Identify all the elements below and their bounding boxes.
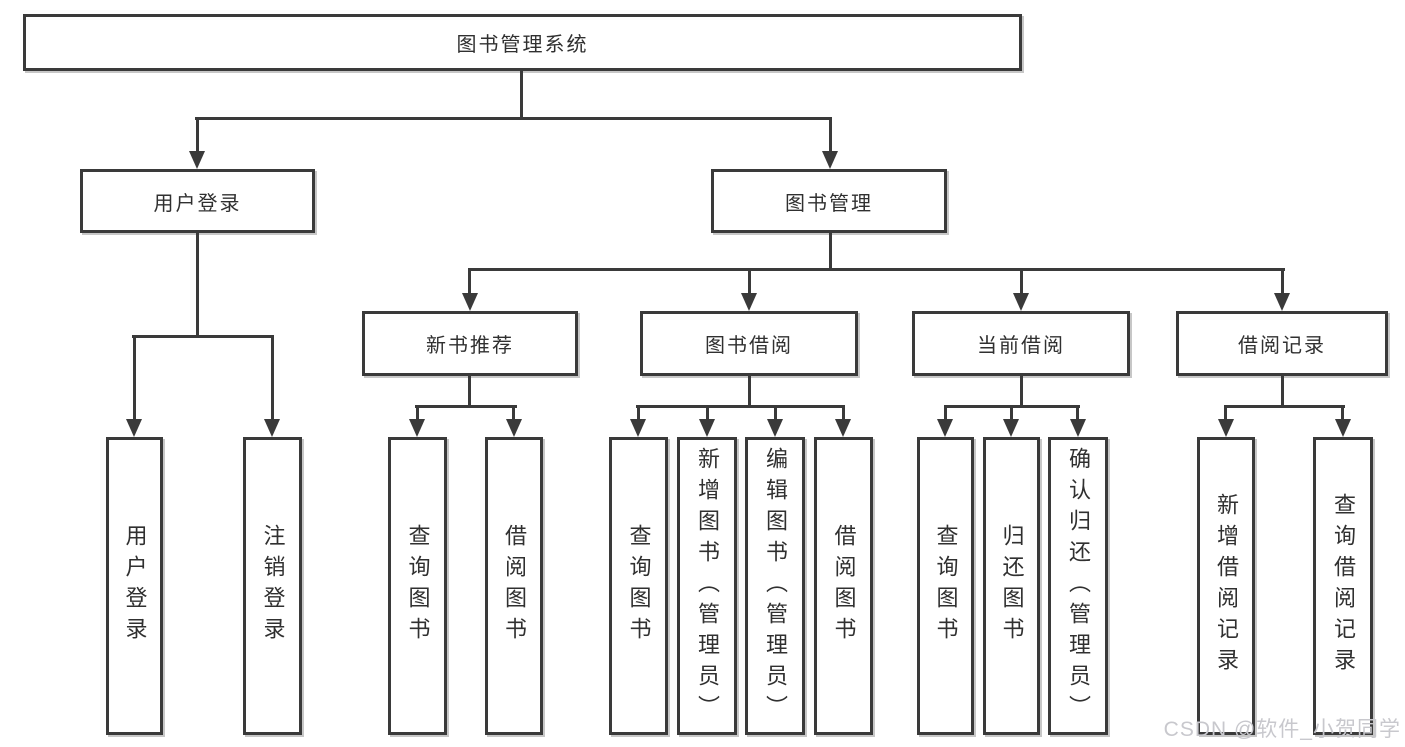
node-book-borrowing: 图书借阅	[640, 311, 858, 376]
connector-line	[944, 405, 947, 421]
arrowhead-down-icon	[1218, 419, 1234, 437]
connector-line	[774, 405, 777, 421]
arrowhead-down-icon	[126, 419, 142, 437]
arrowhead-down-icon	[1013, 293, 1029, 311]
connector-line	[132, 335, 274, 338]
node-new-book-recommend: 新书推荐	[362, 311, 578, 376]
connector-line	[416, 405, 419, 421]
leaf-query-books-borrowing: 查询图书	[609, 437, 668, 735]
connector-line	[637, 405, 640, 421]
leaf-borrow-books: 借阅图书	[814, 437, 873, 735]
leaf-user-login: 用户登录	[106, 437, 163, 735]
leaf-query-borrow-record: 查询借阅记录	[1313, 437, 1373, 735]
connector-line	[748, 268, 751, 294]
connector-line	[468, 376, 471, 406]
leaf-edit-book-admin: 编辑图书（管理员）	[745, 437, 805, 735]
leaf-query-books-recommend: 查询图书	[388, 437, 447, 735]
node-user-login: 用户登录	[80, 169, 315, 233]
leaf-add-book-admin: 新增图书（管理员）	[677, 437, 737, 735]
csdn-watermark: CSDN @软件_小贺同学	[1163, 718, 1401, 741]
connector-line	[520, 71, 523, 118]
connector-line	[1224, 405, 1227, 421]
arrowhead-down-icon	[937, 419, 953, 437]
connector-line	[748, 376, 751, 406]
arrowhead-down-icon	[835, 419, 851, 437]
connector-line	[706, 405, 709, 421]
leaf-add-borrow-record: 新增借阅记录	[1197, 437, 1255, 735]
connector-line	[829, 117, 832, 153]
connector-line	[1281, 376, 1284, 406]
connector-line	[196, 117, 199, 153]
connector-line	[1281, 268, 1284, 294]
connector-line	[468, 268, 471, 294]
connector-line	[842, 405, 845, 421]
arrowhead-down-icon	[189, 151, 205, 169]
connector-line	[1020, 376, 1023, 406]
arrowhead-down-icon	[1070, 419, 1086, 437]
arrowhead-down-icon	[1335, 419, 1351, 437]
arrowhead-down-icon	[767, 419, 783, 437]
connector-line	[1076, 405, 1079, 421]
arrowhead-down-icon	[1003, 419, 1019, 437]
connector-line	[415, 405, 517, 408]
node-book-management: 图书管理	[711, 169, 947, 233]
node-borrowing-records: 借阅记录	[1176, 311, 1388, 376]
connector-line	[1224, 405, 1345, 408]
connector-line	[133, 335, 136, 421]
connector-line	[1341, 405, 1344, 421]
arrowhead-down-icon	[741, 293, 757, 311]
node-current-borrowing: 当前借阅	[912, 311, 1130, 376]
connector-line	[1020, 268, 1023, 294]
connector-line	[271, 335, 274, 421]
arrowhead-down-icon	[699, 419, 715, 437]
arrowhead-down-icon	[462, 293, 478, 311]
connector-line	[829, 233, 832, 269]
connector-line	[512, 405, 515, 421]
leaf-logout: 注销登录	[243, 437, 302, 735]
arrowhead-down-icon	[409, 419, 425, 437]
node-library-management-system: 图书管理系统	[23, 14, 1022, 71]
arrowhead-down-icon	[630, 419, 646, 437]
leaf-confirm-return-admin: 确认归还（管理员）	[1048, 437, 1108, 735]
arrowhead-down-icon	[822, 151, 838, 169]
leaf-borrow-books-recommend: 借阅图书	[485, 437, 543, 735]
connector-line	[196, 233, 199, 336]
arrowhead-down-icon	[506, 419, 522, 437]
connector-line	[636, 405, 845, 408]
leaf-return-books: 归还图书	[983, 437, 1040, 735]
connector-line	[468, 268, 1285, 271]
arrowhead-down-icon	[1274, 293, 1290, 311]
arrowhead-down-icon	[264, 419, 280, 437]
connector-line	[1010, 405, 1013, 421]
connector-line	[195, 117, 832, 120]
leaf-query-books-current: 查询图书	[917, 437, 974, 735]
